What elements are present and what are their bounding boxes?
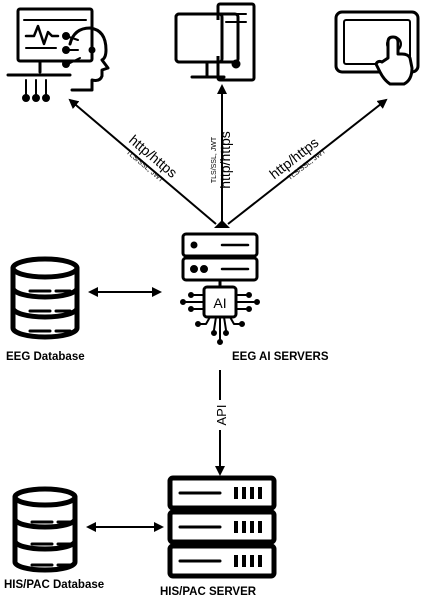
ai-server-label: EEG AI SERVERS (232, 351, 329, 363)
security-label-center: TLS/SSL, JWT (211, 136, 218, 183)
ai-server-icon: AI (180, 232, 260, 345)
his-database-label: HIS/PAC Database (4, 579, 105, 591)
protocol-label-center: http/https (217, 131, 233, 189)
connection-arrow-right (227, 98, 388, 225)
his-server-label: HIS/PAC SERVER (160, 586, 257, 598)
ai-chip-label: AI (213, 295, 226, 311)
arrow-head-junction (214, 220, 230, 228)
connection-arrow-left (68, 98, 217, 225)
eeg-database-label: EEG Database (6, 351, 85, 363)
monitor-with-brain-icon (6, 7, 110, 102)
his-database-icon (12, 486, 78, 573)
desktop-computer-icon (174, 2, 256, 82)
eeg-database-icon (10, 256, 80, 340)
server-rack-icon (167, 475, 277, 579)
tablet-touch-icon (334, 10, 420, 86)
api-label: API (214, 405, 229, 426)
